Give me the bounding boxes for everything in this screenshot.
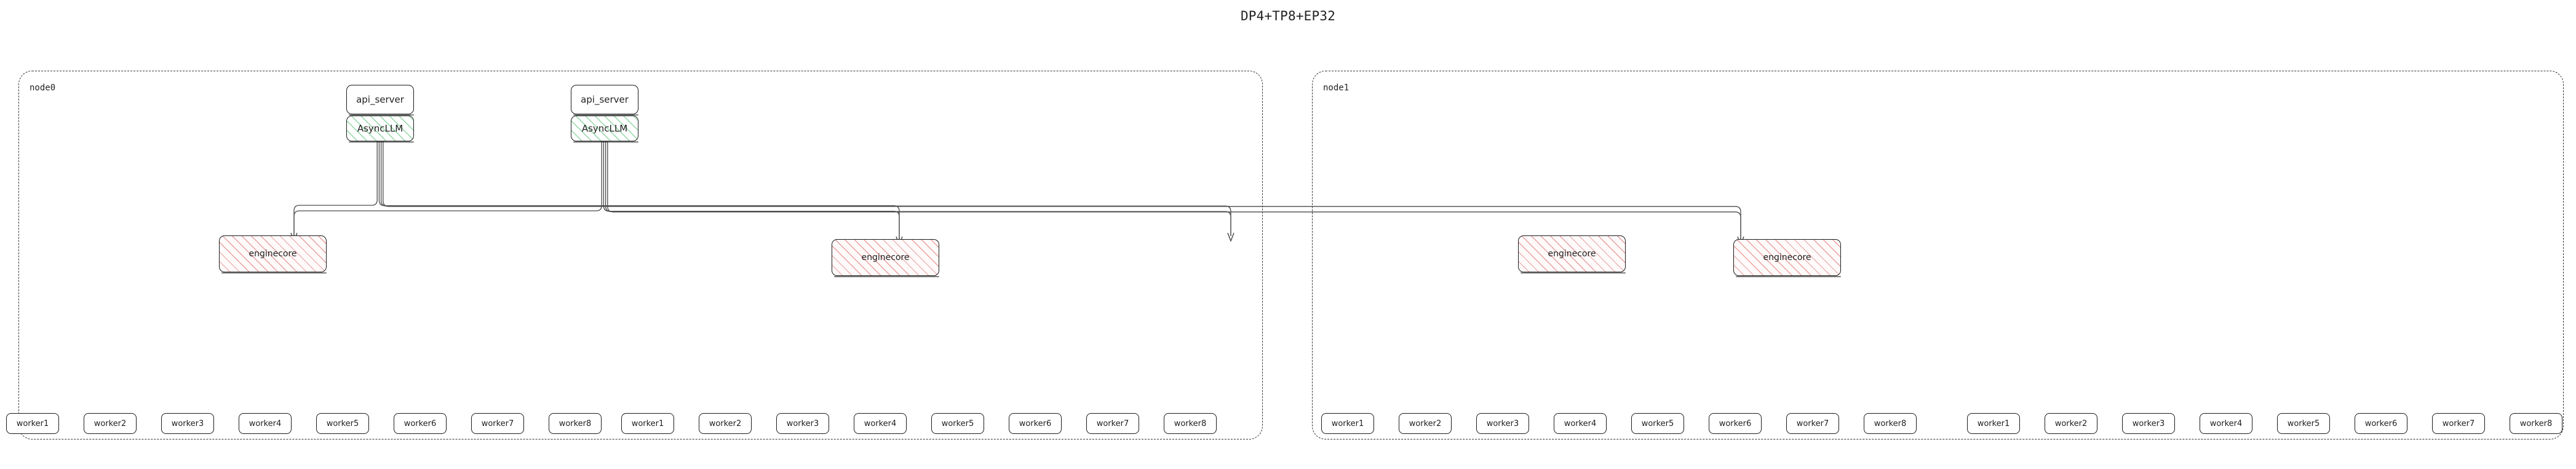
worker-box[interactable]: worker2 (2045, 413, 2097, 434)
worker-box[interactable]: worker1 (1321, 413, 1374, 434)
worker-box[interactable]: worker1 (1967, 413, 2020, 434)
enginecore-box[interactable]: enginecore (219, 235, 327, 274)
worker-box[interactable]: worker1 (6, 413, 59, 434)
api-server-box[interactable]: api_server (346, 85, 414, 116)
worker-box[interactable]: worker5 (316, 413, 369, 434)
worker-box[interactable]: worker5 (1631, 413, 1684, 434)
worker-box[interactable]: worker6 (394, 413, 447, 434)
worker-box[interactable]: worker8 (1164, 413, 1217, 434)
worker-box[interactable]: worker4 (239, 413, 292, 434)
worker-box[interactable]: worker3 (2122, 413, 2175, 434)
worker-box[interactable]: worker5 (931, 413, 984, 434)
enginecore-label: enginecore (1548, 249, 1596, 259)
enginecore-box[interactable]: enginecore (1733, 239, 1841, 277)
worker-box[interactable]: worker5 (2277, 413, 2330, 434)
enginecore-label: enginecore (1763, 253, 1811, 262)
worker-box[interactable]: worker8 (1864, 413, 1917, 434)
node-label-node0: node0 (30, 83, 56, 93)
worker-box[interactable]: worker7 (2432, 413, 2485, 434)
enginecore-label: enginecore (861, 253, 910, 262)
worker-box[interactable]: worker6 (1009, 413, 1062, 434)
node-container-node1 (1312, 71, 2564, 439)
worker-box[interactable]: worker8 (2510, 413, 2562, 434)
worker-box[interactable]: worker4 (1554, 413, 1607, 434)
api-server-box[interactable]: api_server (571, 85, 638, 116)
worker-box[interactable]: worker6 (1709, 413, 1762, 434)
worker-box[interactable]: worker1 (621, 413, 674, 434)
asyncllm-label: AsyncLLM (581, 123, 628, 134)
enginecore-label: enginecore (248, 249, 297, 259)
enginecore-box[interactable]: enginecore (1518, 235, 1626, 274)
worker-box[interactable]: worker7 (471, 413, 524, 434)
worker-box[interactable]: worker3 (776, 413, 829, 434)
node-label-node1: node1 (1323, 83, 1350, 93)
worker-box[interactable]: worker2 (84, 413, 137, 434)
node-container-node0 (18, 71, 1263, 439)
asyncllm-label: AsyncLLM (357, 123, 403, 134)
worker-box[interactable]: worker2 (699, 413, 752, 434)
worker-box[interactable]: worker8 (549, 413, 602, 434)
worker-box[interactable]: worker3 (161, 413, 214, 434)
api-server-label: api_server (581, 94, 629, 105)
asyncllm-box[interactable]: AsyncLLM (346, 116, 414, 143)
worker-box[interactable]: worker6 (2355, 413, 2407, 434)
enginecore-box[interactable]: enginecore (832, 239, 939, 277)
worker-box[interactable]: worker7 (1086, 413, 1139, 434)
api-server-label: api_server (356, 94, 404, 105)
worker-box[interactable]: worker3 (1476, 413, 1529, 434)
worker-box[interactable]: worker2 (1399, 413, 1452, 434)
worker-box[interactable]: worker4 (854, 413, 907, 434)
worker-box[interactable]: worker7 (1786, 413, 1839, 434)
page-title: DP4+TP8+EP32 (1240, 9, 1336, 23)
asyncllm-box[interactable]: AsyncLLM (571, 116, 638, 143)
worker-box[interactable]: worker4 (2200, 413, 2252, 434)
